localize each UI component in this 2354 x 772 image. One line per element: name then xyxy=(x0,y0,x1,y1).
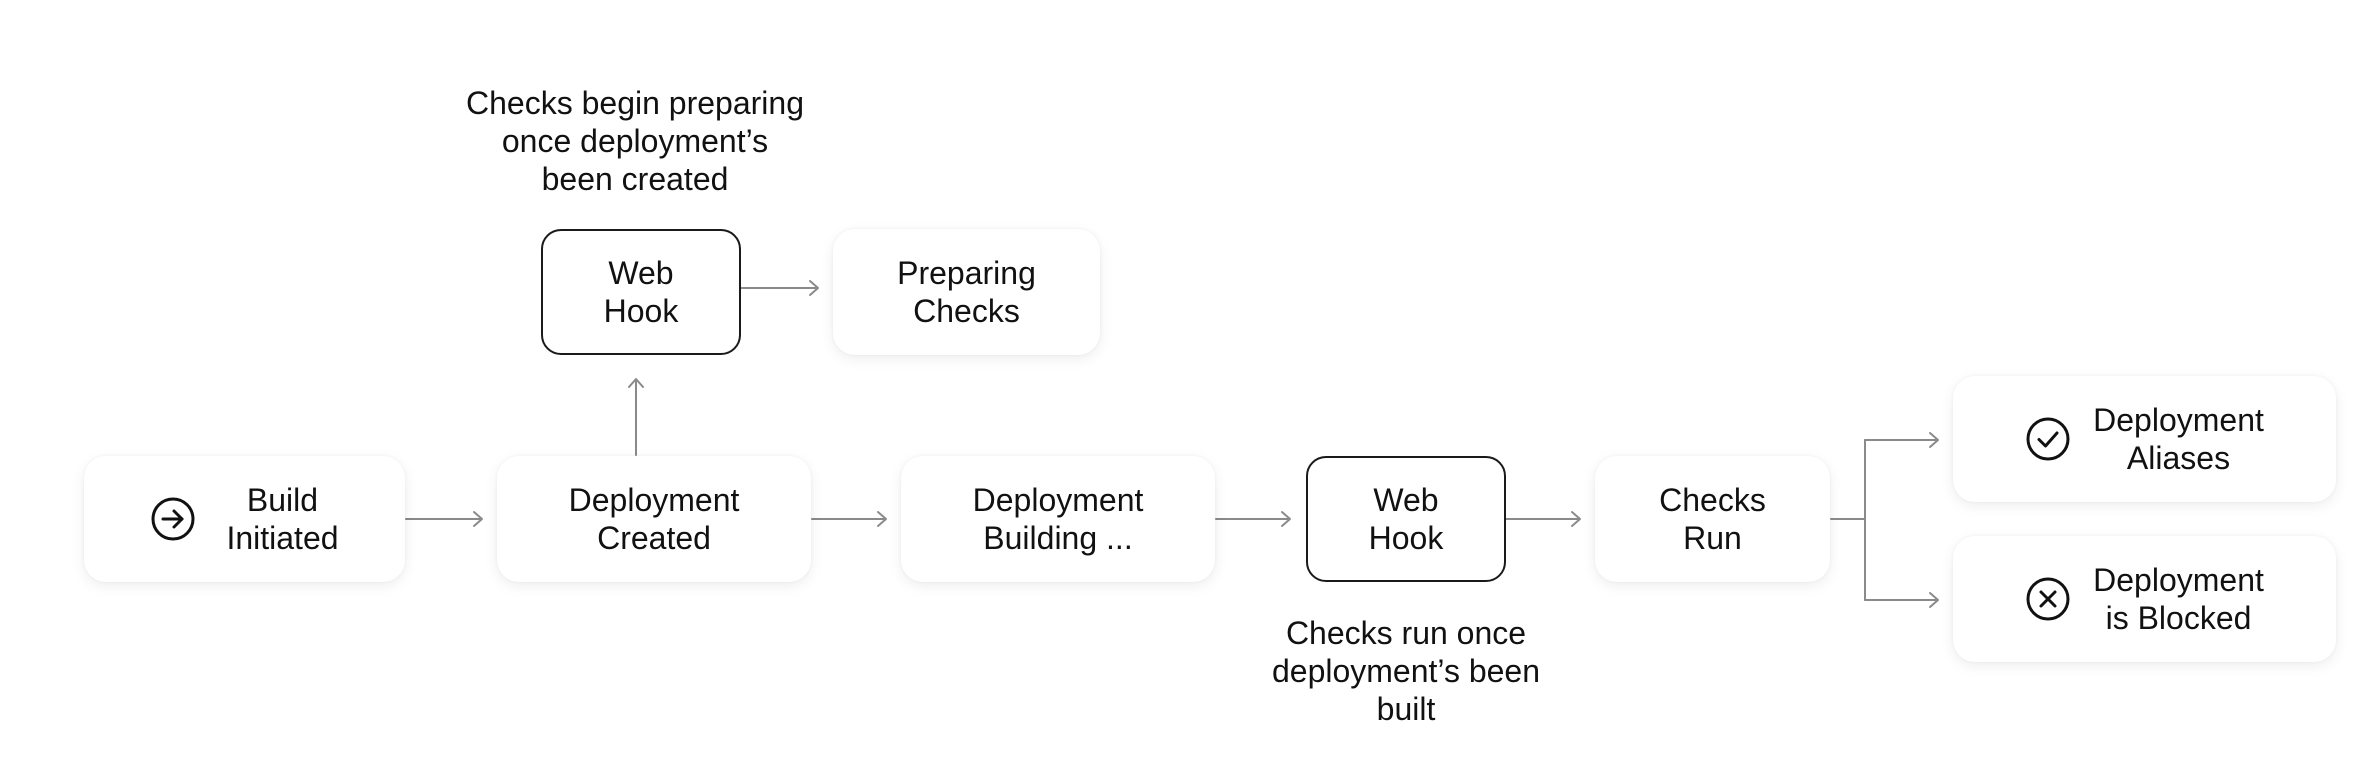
split-checksrun xyxy=(1830,439,1866,601)
x-circle-icon xyxy=(2025,576,2071,622)
node-label: Web Hook xyxy=(603,255,679,329)
node-label: Deployment Created xyxy=(568,482,740,556)
node-checks-run: Checks Run xyxy=(1595,456,1830,582)
arrow-right-circle-icon xyxy=(150,496,196,542)
node-deployment-created: Deployment Created xyxy=(497,456,811,582)
note-checks-run: Checks run once deployment’s been built xyxy=(1271,615,1541,727)
node-web-hook-top: Web Hook xyxy=(541,229,741,355)
node-deployment-building: Deployment Building ... xyxy=(901,456,1215,582)
node-build-initiated: Build Initiated xyxy=(84,456,405,582)
node-label: Deployment is Blocked xyxy=(2093,562,2264,636)
node-label: Preparing Checks xyxy=(897,255,1036,329)
node-deployment-aliases: Deployment Aliases xyxy=(1953,376,2336,502)
note-checks-preparing: Checks begin preparing once deployment’s… xyxy=(466,85,804,197)
node-label: Build Initiated xyxy=(226,482,339,556)
node-label: Checks Run xyxy=(1659,482,1766,556)
node-web-hook-bottom: Web Hook xyxy=(1306,456,1506,582)
node-label: Web Hook xyxy=(1368,482,1444,556)
node-deployment-blocked: Deployment is Blocked xyxy=(1953,536,2336,662)
node-preparing-checks: Preparing Checks xyxy=(833,229,1100,355)
check-circle-icon xyxy=(2025,416,2071,462)
node-label: Deployment Building ... xyxy=(972,482,1144,556)
node-label: Deployment Aliases xyxy=(2093,402,2264,476)
